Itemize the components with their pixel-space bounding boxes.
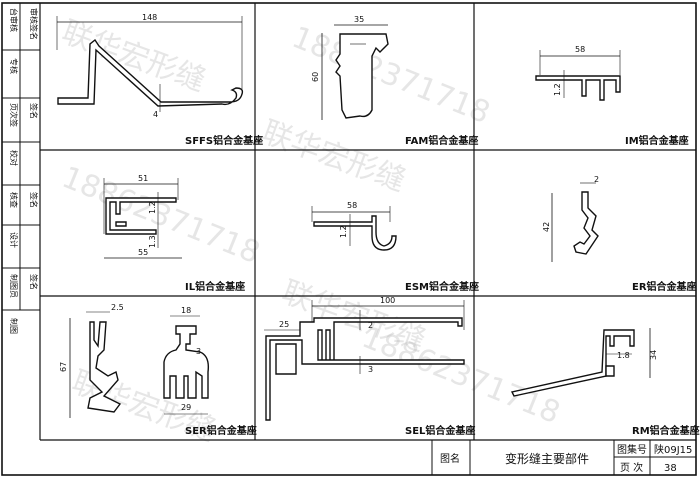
panel-grid — [40, 3, 696, 441]
title-block: 图名 变形缝主要部件 图集号 陕09J15 页 次 38 — [431, 440, 696, 475]
panel-ser: 2.5 67 18 3 29 SER铝合金基座 — [59, 303, 257, 437]
rm-lip — [605, 365, 615, 377]
sel-profile — [265, 317, 465, 421]
im-dim-thickness: 1.2 — [553, 83, 562, 96]
sidebar-signature-4: 签名 — [29, 192, 39, 208]
fam-dim-width: 35 — [354, 15, 364, 24]
fam-dim-height: 60 — [311, 72, 320, 82]
panel-er: 2 42 ER铝合金基座 — [542, 175, 697, 293]
er-dim-top: 2 — [594, 175, 599, 184]
sidebar-role-5: 设计 — [9, 232, 19, 248]
ser-dim-bottom: 29 — [181, 403, 191, 412]
rm-dim-thickness: 1.8 — [617, 351, 630, 360]
sel-dim-thickness-b: 3 — [368, 365, 373, 374]
sidebar-role-7: 制图 — [9, 318, 19, 334]
watermark-text-b2: 18862371718 — [57, 160, 265, 271]
ser-caption: SER铝合金基座 — [185, 424, 257, 437]
panel-il: 51 1.2 1.3 55 IL铝合金基座 — [103, 174, 245, 293]
sffs-profile — [57, 38, 244, 107]
esm-dim-width: 58 — [347, 201, 357, 210]
il-profile — [105, 197, 177, 235]
ser-dim-width: 18 — [181, 306, 191, 315]
figure-name-label: 图名 — [440, 452, 460, 465]
er-dim-height: 42 — [542, 222, 551, 232]
sidebar-role-6: 制图员 — [9, 274, 19, 298]
rm-profile — [510, 329, 635, 397]
sel-dim-width: 100 — [380, 296, 395, 305]
sffs-dim-thickness: 4 — [153, 110, 158, 119]
sel-dim-thickness-a: 2 — [368, 321, 373, 330]
fam-caption: FAM铝合金基座 — [405, 134, 478, 147]
sidebar-role-3: 校对 — [9, 150, 19, 166]
sidebar-role-1: 专核 — [9, 58, 19, 74]
sel-dim-left: 25 — [279, 320, 289, 329]
sffs-caption: SFFS铝合金基座 — [185, 134, 263, 147]
sidebar-role-0: 台审核 — [9, 8, 19, 32]
sidebar-role-4: 核查 — [9, 192, 19, 208]
il-dim-bottom: 55 — [138, 248, 148, 257]
figure-name: 变形缝主要部件 — [505, 451, 589, 466]
panel-rm: 1.8 34 RM铝合金基座 — [510, 328, 700, 437]
ser-dim-gap: 3 — [196, 347, 201, 356]
atlas-no: 陕09J15 — [654, 443, 692, 456]
er-profile — [573, 191, 599, 255]
sidebar-signature-2: 签名 — [29, 103, 39, 119]
esm-profile — [313, 215, 397, 251]
watermark-text-a2: 联华宏形缝 — [257, 115, 410, 199]
il-caption: IL铝合金基座 — [185, 280, 245, 293]
fam-profile — [335, 33, 389, 119]
il-dim-thickness-b: 1.3 — [148, 235, 157, 248]
ser-dim-height: 67 — [59, 362, 68, 372]
panel-im: 58 1.2 IM铝合金基座 — [535, 45, 689, 147]
il-clip — [115, 221, 127, 227]
sidebar-role-2: 页次签 — [9, 103, 19, 127]
esm-dim-thickness: 1.2 — [339, 225, 348, 238]
il-dim-top: 51 — [138, 174, 148, 183]
sidebar: 台审核 审核签名 专核 页次签 签名 校对 核查 签名 设计 制图员 签名 制图 — [2, 3, 40, 334]
panel-esm: 58 1.2 ESM铝合金基座 — [311, 201, 479, 293]
page-label: 页 次 — [620, 461, 643, 474]
ser-profile-right — [163, 325, 210, 399]
sel-inner-box — [275, 343, 297, 375]
page-no: 38 — [664, 463, 677, 474]
sffs-dim-width: 148 — [142, 13, 157, 22]
watermark-text-b3: 18862371718 — [357, 320, 565, 431]
sidebar-signature-6: 签名 — [29, 274, 39, 290]
ser-dim-top: 2.5 — [111, 303, 124, 312]
panel-fam: 35 60 FAM铝合金基座 — [311, 15, 478, 147]
im-caption: IM铝合金基座 — [625, 134, 689, 147]
rm-dim-height: 34 — [649, 350, 658, 360]
panel-sffs: 148 4 SFFS铝合金基座 — [56, 13, 263, 147]
rm-caption: RM铝合金基座 — [632, 424, 700, 437]
panel-sel: 100 25 2 3 SEL铝合金基座 — [264, 296, 475, 437]
atlas-no-label: 图集号 — [617, 443, 647, 456]
esm-caption: ESM铝合金基座 — [405, 280, 479, 293]
sidebar-signature-0: 审核签名 — [29, 8, 39, 40]
sel-caption: SEL铝合金基座 — [405, 424, 475, 437]
im-profile — [535, 75, 621, 101]
il-dim-thickness-a: 1.2 — [148, 201, 157, 214]
im-dim-width: 58 — [575, 45, 585, 54]
ser-profile-left — [87, 321, 122, 413]
watermark-text-a: 联华宏形缝 — [57, 15, 210, 99]
er-caption: ER铝合金基座 — [632, 280, 697, 293]
